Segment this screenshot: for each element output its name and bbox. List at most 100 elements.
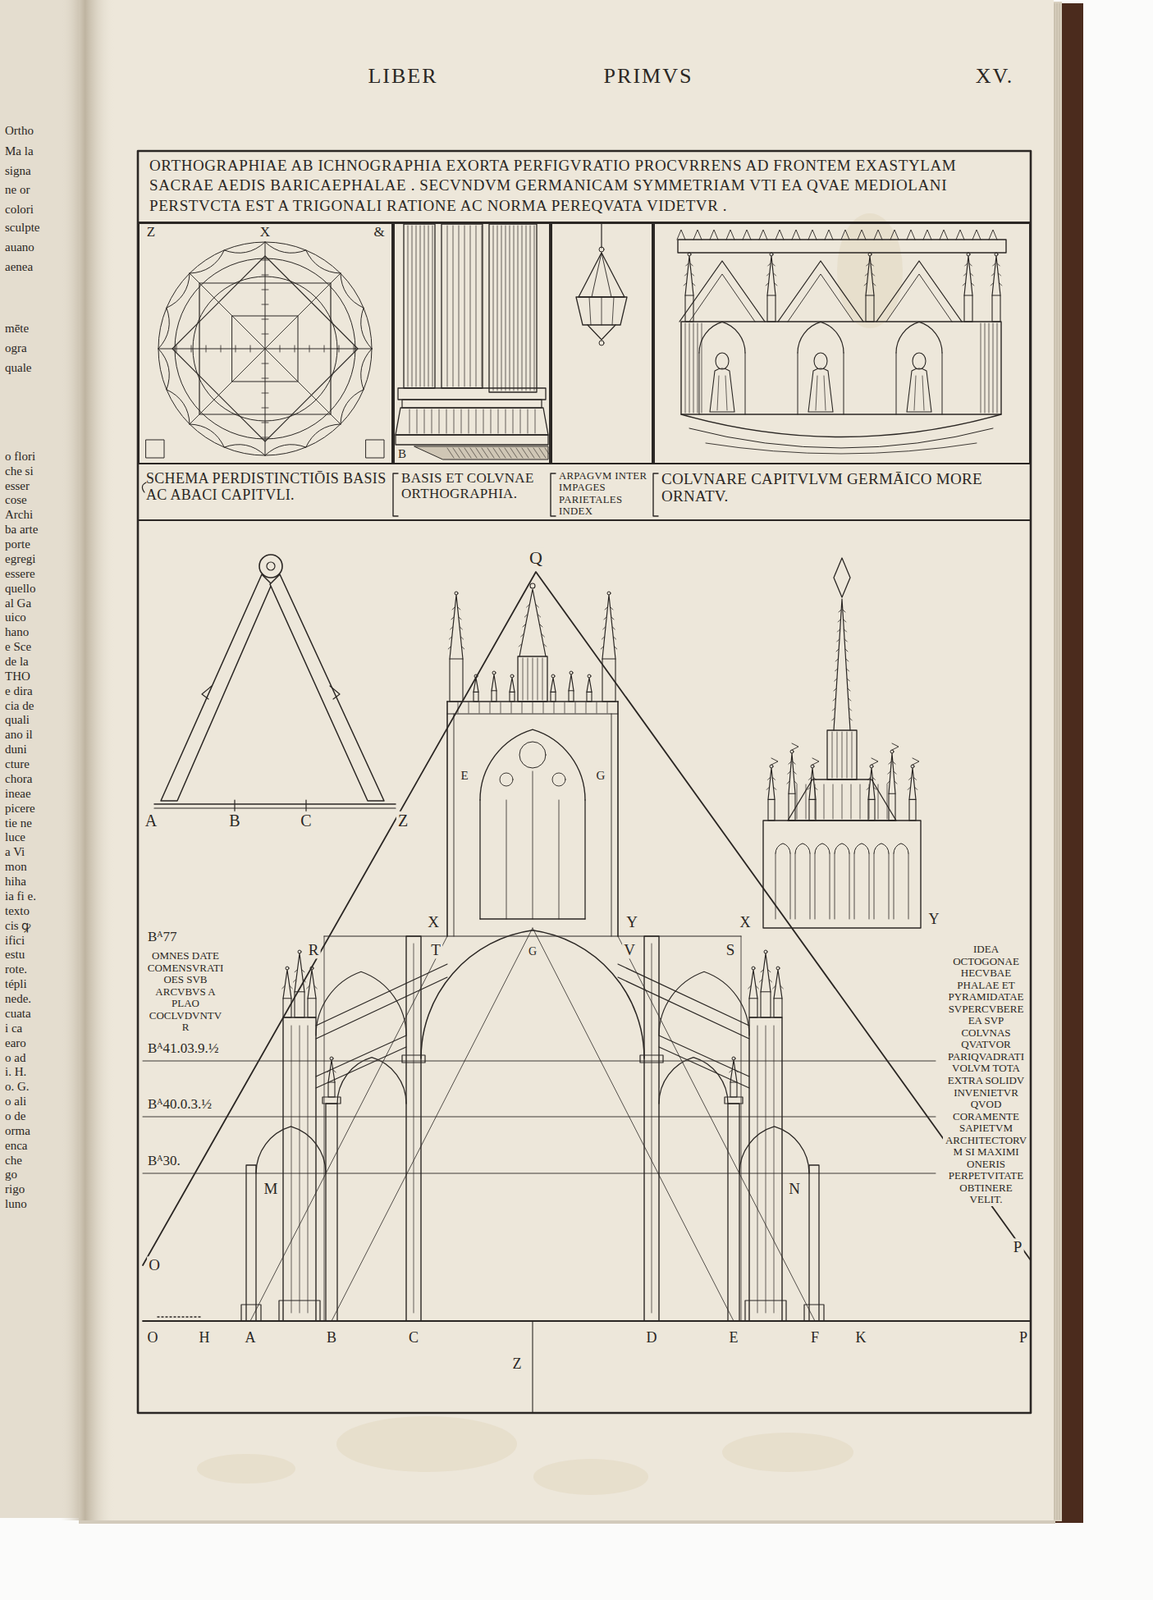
facing-page-text: THO — [4, 668, 31, 683]
woodcut-stroke — [307, 1025, 309, 1314]
woodcut-stroke — [511, 702, 513, 714]
woodcut-stroke — [491, 690, 497, 702]
woodcut-stroke — [683, 283, 687, 286]
woodcut-stroke — [851, 784, 852, 819]
woodcut-stroke — [693, 229, 702, 240]
callout-letter: H — [197, 1329, 212, 1346]
woodcut-stroke — [424, 409, 426, 434]
woodcut-stroke — [964, 295, 973, 322]
woodcut-stroke — [765, 283, 769, 286]
woodcut-stroke — [261, 289, 269, 291]
woodcut-stroke — [498, 409, 499, 434]
woodcut-stroke — [544, 644, 547, 647]
callout-letter: T — [429, 941, 443, 959]
woodcut-stroke — [854, 843, 870, 854]
facing-page-text: mēte — [4, 321, 29, 336]
woodcut-stroke — [699, 352, 701, 415]
woodcut-stroke — [870, 263, 874, 266]
woodcut-stroke — [416, 409, 418, 434]
woodcut-stroke — [824, 229, 833, 240]
woodcut-stroke — [906, 229, 916, 240]
woodcut-stroke — [835, 668, 838, 672]
woodcut-stroke — [768, 979, 772, 983]
facing-page-text: o flori — [4, 448, 36, 463]
woodcut-stroke — [518, 644, 522, 647]
woodcut-stroke — [849, 708, 852, 711]
woodcut-stroke — [807, 786, 810, 790]
woodcut-stroke — [468, 409, 470, 434]
woodcut-stroke — [809, 853, 811, 920]
facing-page-text: porte — [4, 537, 31, 552]
woodcut-stroke — [431, 409, 433, 434]
woodcut-stroke — [749, 969, 758, 999]
woodcut-stroke — [338, 345, 340, 353]
woodcut-stroke — [887, 781, 890, 784]
woodcut-stroke — [452, 448, 460, 458]
facing-page-text: cuata — [4, 1006, 32, 1021]
woodcut-stroke — [294, 969, 298, 973]
note-text: IDEA OCTOGONAE HECVBAE PHALAE ET PYRAMID… — [942, 943, 1030, 1207]
woodcut-stroke — [766, 786, 769, 790]
woodcut-stroke — [809, 777, 812, 780]
woodcut-stroke — [868, 799, 875, 821]
woodcut-stroke — [838, 609, 842, 613]
woodcut-stroke — [847, 688, 851, 691]
facing-page-text: ba arte — [4, 522, 38, 537]
woodcut-stroke — [851, 732, 853, 778]
facing-page-text: de la — [4, 654, 29, 669]
woodcut-stroke — [912, 758, 920, 765]
woodcut-stroke — [340, 273, 364, 308]
woodcut-stroke — [994, 252, 998, 257]
woodcut-stroke — [759, 979, 763, 983]
woodcut-stroke — [832, 732, 833, 778]
woodcut-stroke — [461, 636, 464, 640]
woodcut-stroke — [890, 750, 894, 754]
woodcut-stroke — [892, 761, 896, 765]
woodcut-stroke — [487, 448, 495, 458]
woodcut-stroke — [501, 225, 503, 391]
callout-letter: G — [594, 768, 608, 783]
page-edge-line — [1059, 3, 1061, 1520]
callout-letter: B — [396, 447, 408, 462]
woodcut-stroke — [510, 448, 518, 458]
woodcut-stroke — [999, 283, 1003, 286]
woodcut-stroke — [235, 345, 237, 353]
woodcut-stroke — [796, 784, 798, 819]
woodcut-stroke — [305, 800, 307, 812]
woodcut-stroke — [470, 225, 472, 387]
woodcut-stroke — [773, 786, 777, 790]
callout-letter: F — [809, 1329, 821, 1346]
woodcut-stroke — [586, 691, 592, 702]
woodcut-stroke — [775, 229, 784, 240]
woodcut-stroke — [814, 352, 828, 370]
woodcut-stroke — [420, 930, 645, 1059]
woodcut-stroke — [685, 295, 694, 322]
woodcut-stroke — [893, 771, 897, 774]
woodcut-stroke — [532, 658, 534, 701]
woodcut-stroke — [411, 225, 413, 387]
woodcut-stroke — [871, 758, 879, 765]
woodcut-stroke — [888, 761, 892, 765]
woodcut-stroke — [681, 321, 1002, 415]
paper-stain — [722, 1432, 854, 1473]
facing-page-text: ineae — [4, 786, 32, 801]
woodcut-stroke — [971, 283, 975, 286]
woodcut-stroke — [331, 928, 533, 1322]
woodcut-stroke — [777, 260, 864, 322]
woodcut-stroke — [768, 799, 775, 821]
woodcut-stroke — [576, 297, 627, 325]
woodcut-stroke — [603, 626, 606, 630]
woodcut-stroke — [446, 409, 448, 434]
woodcut-stroke — [823, 784, 825, 819]
woodcut-stroke — [768, 969, 771, 973]
woodcut-stroke — [679, 260, 765, 322]
woodcut-stroke — [543, 702, 545, 714]
woodcut-stroke — [868, 768, 875, 800]
figure-panel: COLVNARE CAPITVLVM GERMĀICO MORE ORNATV. — [653, 222, 1031, 465]
woodcut-stroke — [166, 273, 190, 308]
woodcut-stroke — [860, 784, 861, 819]
woodcut-stroke — [869, 853, 870, 920]
woodcut-stroke — [599, 340, 604, 346]
woodcut-stroke — [893, 843, 909, 854]
